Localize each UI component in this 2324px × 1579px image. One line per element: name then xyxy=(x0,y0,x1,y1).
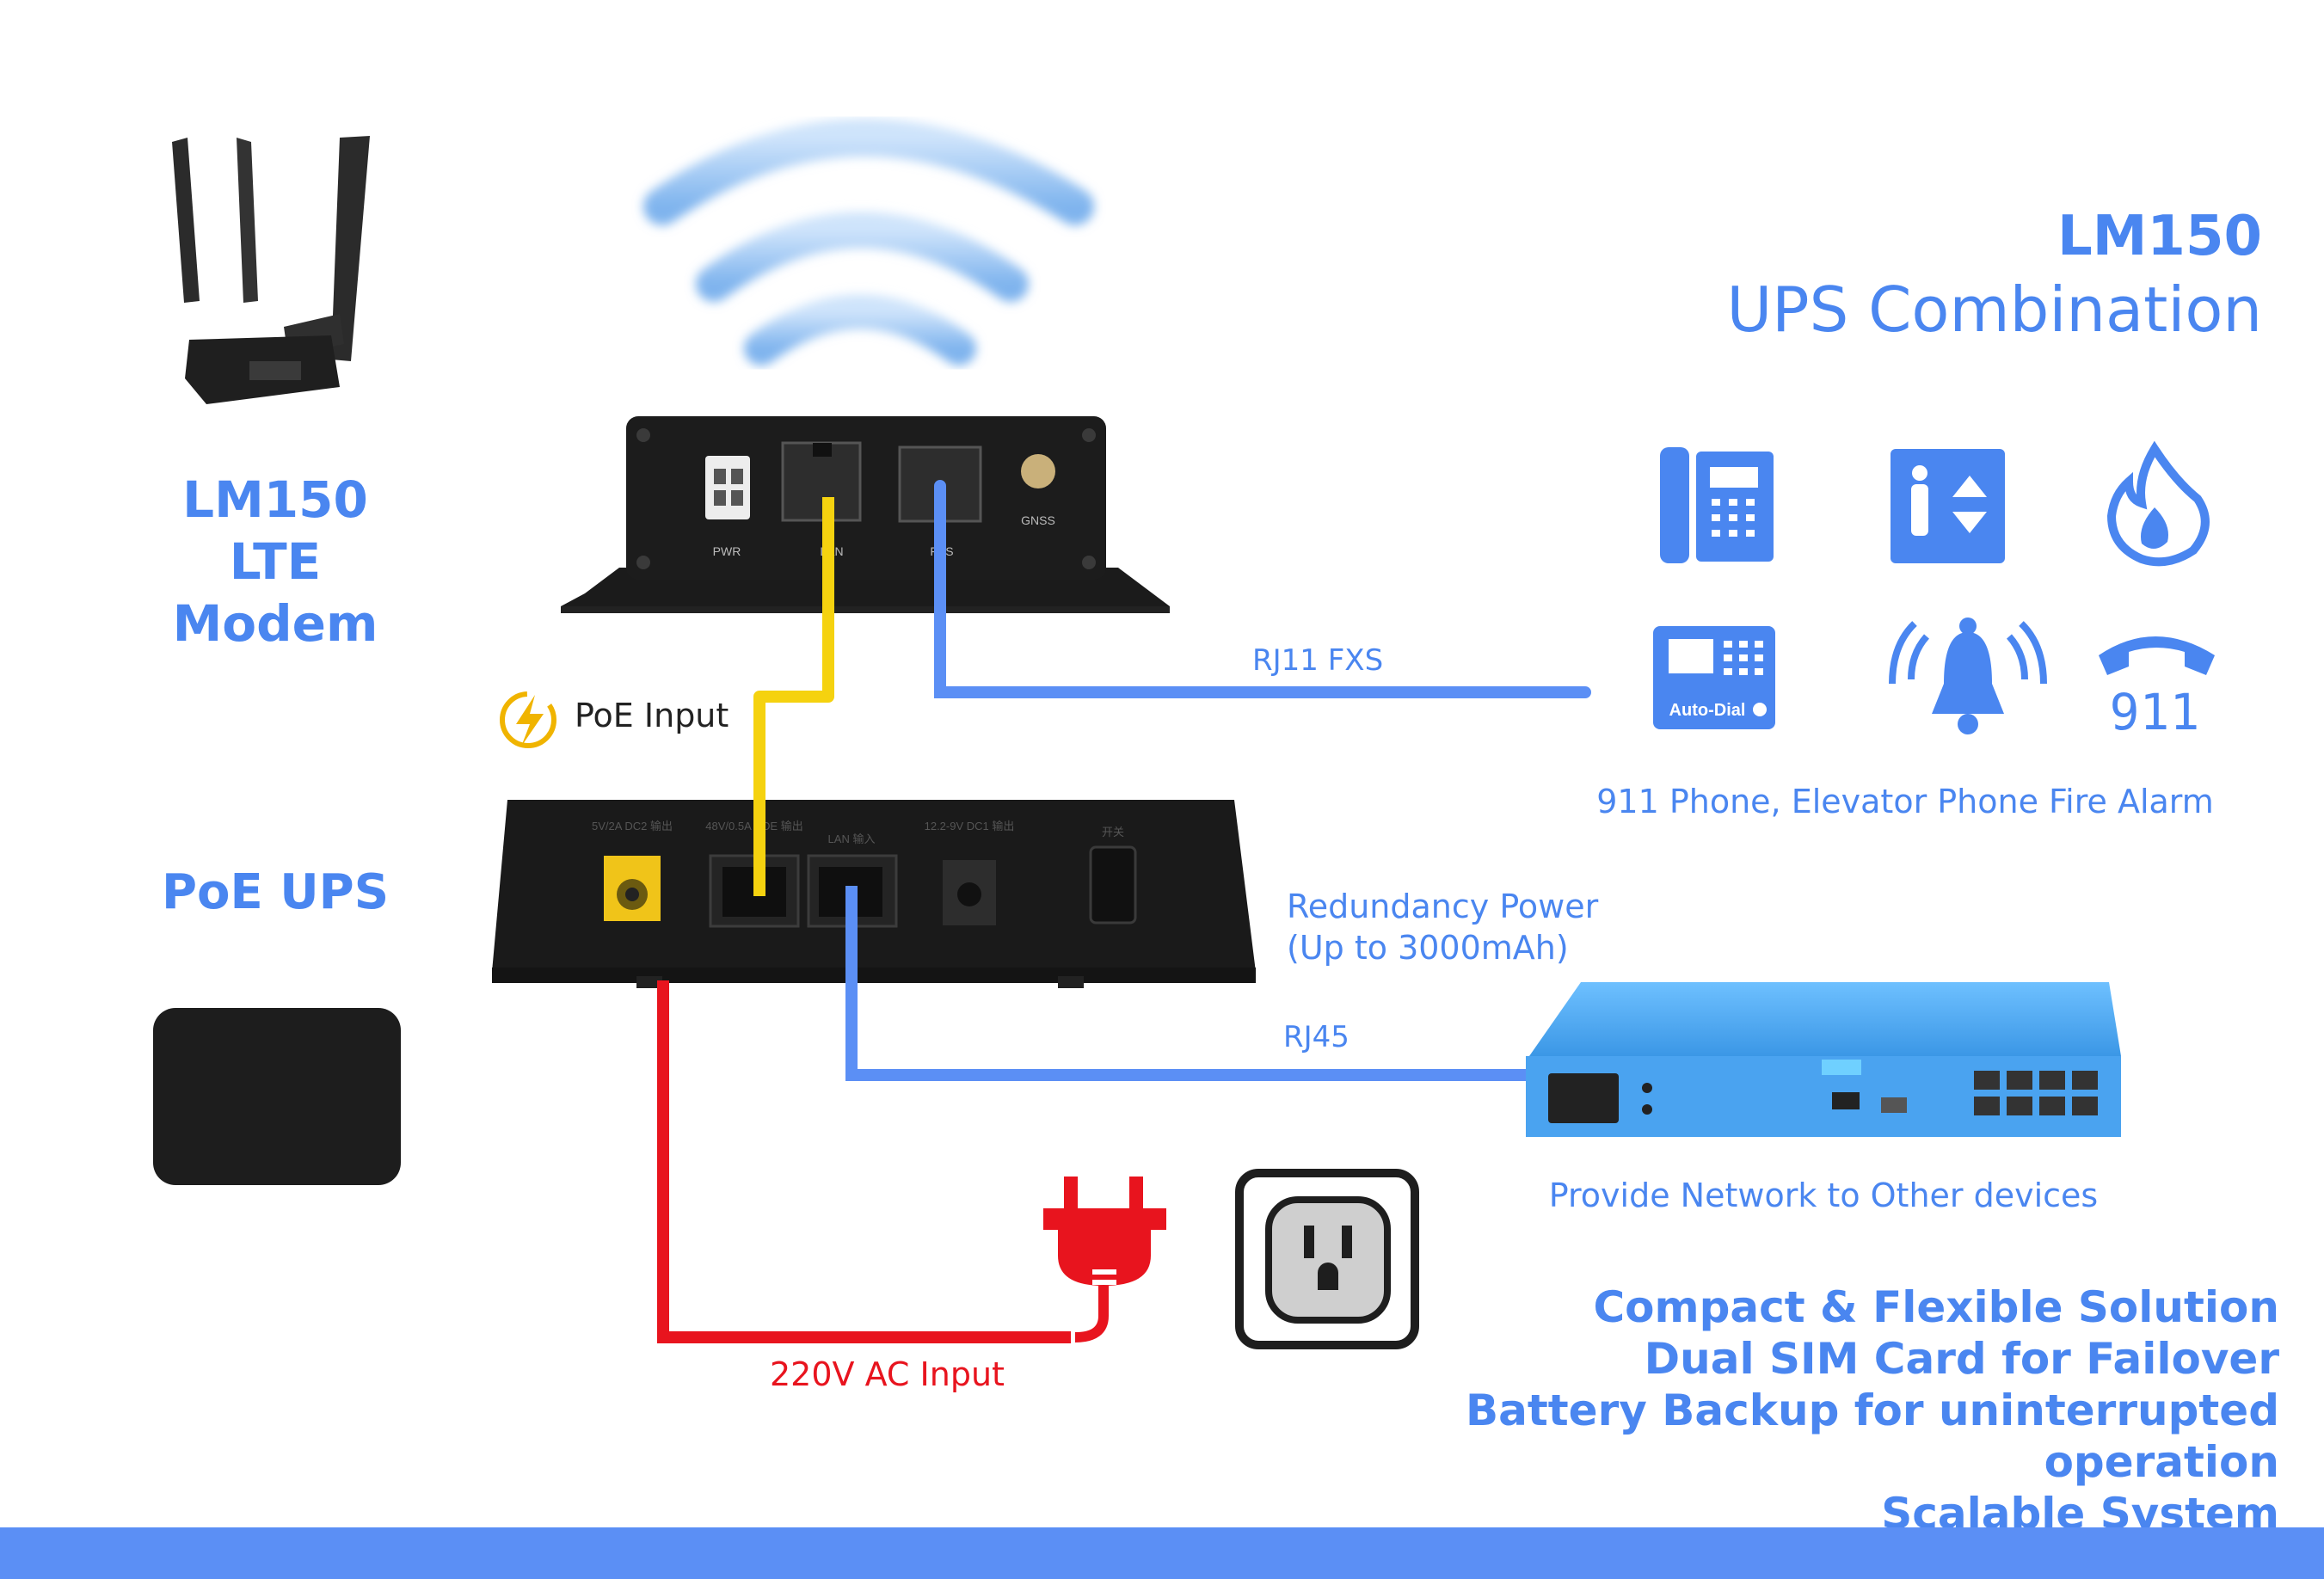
footer-bar xyxy=(0,1527,2324,1579)
modem-rear-panel: PWR LAN FXS GNSS xyxy=(561,416,1170,613)
auto-dial-panel-icon: Auto-Dial xyxy=(1653,626,1775,729)
phones-caption: 911 Phone, Elevator Phone Fire Alarm xyxy=(1596,783,2214,820)
lte-modem-image xyxy=(172,136,370,404)
emergency-911-phone-icon: 911 xyxy=(2099,636,2215,741)
wifi-signal-icon xyxy=(643,119,1094,366)
desk-phone-icon xyxy=(1660,447,1774,563)
modem-name: LM150 xyxy=(182,470,368,529)
ac-input-label: 220V AC Input xyxy=(770,1355,1005,1393)
auto-dial-label: Auto-Dial xyxy=(1669,701,1746,720)
alarm-bell-icon xyxy=(1889,617,2047,734)
fire-icon xyxy=(2106,440,2210,567)
feature-item: Compact & Flexible Solution xyxy=(1593,1282,2279,1332)
rj11-cable xyxy=(934,480,1591,698)
ups-title: PoE UPS xyxy=(161,864,390,920)
feature-item: Dual SIM Card for Failover xyxy=(1644,1334,2279,1384)
power-plug-icon xyxy=(1043,1177,1166,1342)
phone-911-label: 911 xyxy=(2110,683,2200,741)
poe-ups-panel: 5V/2A DC2 输出 48V/0.5A POE 输出 LAN 输入 12.2… xyxy=(492,800,1256,988)
switch-caption: Provide Network to Other devices xyxy=(1548,1177,2099,1214)
rj11-label: RJ11 FXS xyxy=(1252,643,1384,678)
elevator-icon xyxy=(1891,449,2005,563)
ups-port-lan: LAN 输入 xyxy=(828,833,876,845)
poe-input-label: PoE Input xyxy=(575,697,729,734)
modem-port-gnss: GNSS xyxy=(1021,513,1055,527)
poe-cable xyxy=(753,497,834,896)
feature-list: Compact & Flexible Solution Dual SIM Car… xyxy=(1290,1281,2279,1539)
feature-item: Battery Backup for uninterrupted operati… xyxy=(1466,1385,2279,1487)
ac-cable xyxy=(657,980,1071,1343)
product-subtitle: UPS Combination xyxy=(1726,273,2262,346)
rj45-cable xyxy=(845,886,1535,1081)
ups-port-dc1: 12.2-9V DC1 输出 xyxy=(925,820,1015,833)
poe-ups-image xyxy=(153,1008,401,1185)
modem-type: LTE Modem xyxy=(172,532,378,653)
product-name: LM150 xyxy=(2057,205,2262,268)
network-switch-image xyxy=(1526,982,2121,1137)
ups-port-dc2: 5V/2A DC2 输出 xyxy=(592,820,673,833)
rj45-label: RJ45 xyxy=(1283,1020,1350,1054)
ups-port-switch: 开关 xyxy=(1102,826,1124,839)
wall-outlet-icon xyxy=(1235,1169,1419,1349)
redundancy-line2: (Up to 3000mAh) xyxy=(1287,929,1569,967)
lightning-icon xyxy=(500,691,556,748)
redundancy-line1: Redundancy Power xyxy=(1287,888,1599,925)
modem-port-pwr: PWR xyxy=(713,544,741,558)
